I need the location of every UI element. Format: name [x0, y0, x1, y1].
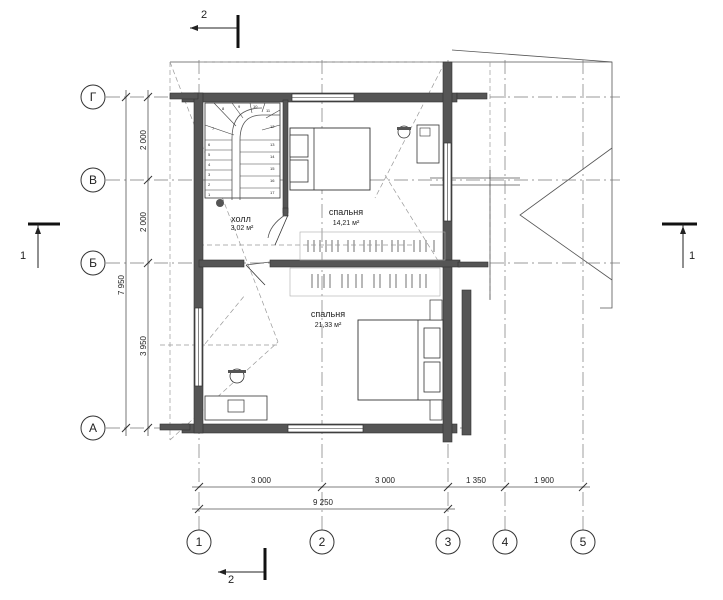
windows — [194, 93, 452, 433]
svg-text:16: 16 — [270, 178, 275, 183]
dim-left-2: 2 000 — [139, 211, 148, 232]
svg-text:8: 8 — [222, 106, 225, 111]
hall-name: холл — [231, 214, 251, 224]
desk-top — [397, 124, 440, 164]
dim-left-total: 7 950 — [117, 274, 126, 295]
bedroom-bottom-area: 21,33 м² — [315, 322, 342, 329]
dim-bottom-4: 1 900 — [534, 476, 555, 485]
section-mark-right: 1 — [662, 222, 697, 268]
svg-text:6: 6 — [208, 142, 211, 147]
svg-text:14: 14 — [270, 154, 275, 159]
svg-text:11: 11 — [266, 108, 271, 113]
section-mark-bottom: 2 — [218, 548, 267, 586]
axis-letter-markers: Г В Б А — [80, 84, 106, 441]
room-labels: холл 3,02 м² спальня 14,21 м² спальня 21… — [231, 207, 364, 329]
hall-area: 3,02 м² — [231, 225, 254, 232]
bedroom-top-name: спальня — [329, 207, 363, 217]
svg-text:13: 13 — [270, 142, 275, 147]
svg-text:5: 5 — [208, 152, 211, 157]
bed-top — [289, 127, 371, 191]
axis-number-markers: 1 2 3 4 5 — [186, 529, 596, 555]
axis-label-1: 1 — [196, 535, 203, 549]
dim-bottom-3: 1 350 — [466, 476, 487, 485]
dim-left-1: 2 000 — [139, 129, 148, 150]
svg-text:4: 4 — [208, 162, 211, 167]
axis-label-5: 5 — [580, 535, 587, 549]
bedroom-top-area: 14,21 м² — [333, 220, 360, 227]
bottom-dimensions: 3 000 3 000 1 350 1 900 9 250 — [192, 476, 590, 514]
svg-text:3: 3 — [208, 172, 211, 177]
svg-text:15: 15 — [270, 166, 275, 171]
left-dimensions: 2 000 2 000 3 950 7 950 — [117, 90, 153, 436]
section-top-label: 2 — [201, 9, 207, 21]
axis-label-g: Г — [90, 90, 97, 104]
svg-text:17: 17 — [270, 190, 275, 195]
svg-text:7: 7 — [212, 126, 215, 131]
section-mark-left: 1 — [20, 222, 60, 268]
dim-bottom-total: 9 250 — [313, 498, 334, 507]
section-right-label: 1 — [689, 250, 695, 262]
axis-label-a: А — [89, 421, 97, 435]
axis-label-4: 4 — [502, 535, 509, 549]
axis-label-3: 3 — [445, 535, 452, 549]
section-bottom-label: 2 — [228, 574, 234, 586]
hall-door — [245, 214, 289, 286]
axis-label-v: В — [89, 173, 97, 187]
axis-label-2: 2 — [319, 535, 326, 549]
svg-text:9: 9 — [238, 104, 241, 109]
bedroom-bottom-name: спальня — [311, 309, 345, 319]
bed-bottom — [357, 299, 444, 421]
section-mark-top: 2 — [190, 9, 240, 48]
svg-text:12: 12 — [270, 124, 275, 129]
dim-left-3: 3 950 — [139, 335, 148, 356]
wardrobe-hatching — [289, 231, 446, 297]
svg-text:1: 1 — [208, 192, 211, 197]
dim-bottom-2: 3 000 — [375, 476, 396, 485]
svg-text:2: 2 — [208, 182, 211, 187]
svg-text:10: 10 — [253, 104, 258, 109]
section-left-label: 1 — [20, 250, 26, 262]
axis-label-b: Б — [89, 256, 97, 270]
dim-bottom-1: 3 000 — [251, 476, 272, 485]
desk-bottom — [204, 368, 268, 421]
